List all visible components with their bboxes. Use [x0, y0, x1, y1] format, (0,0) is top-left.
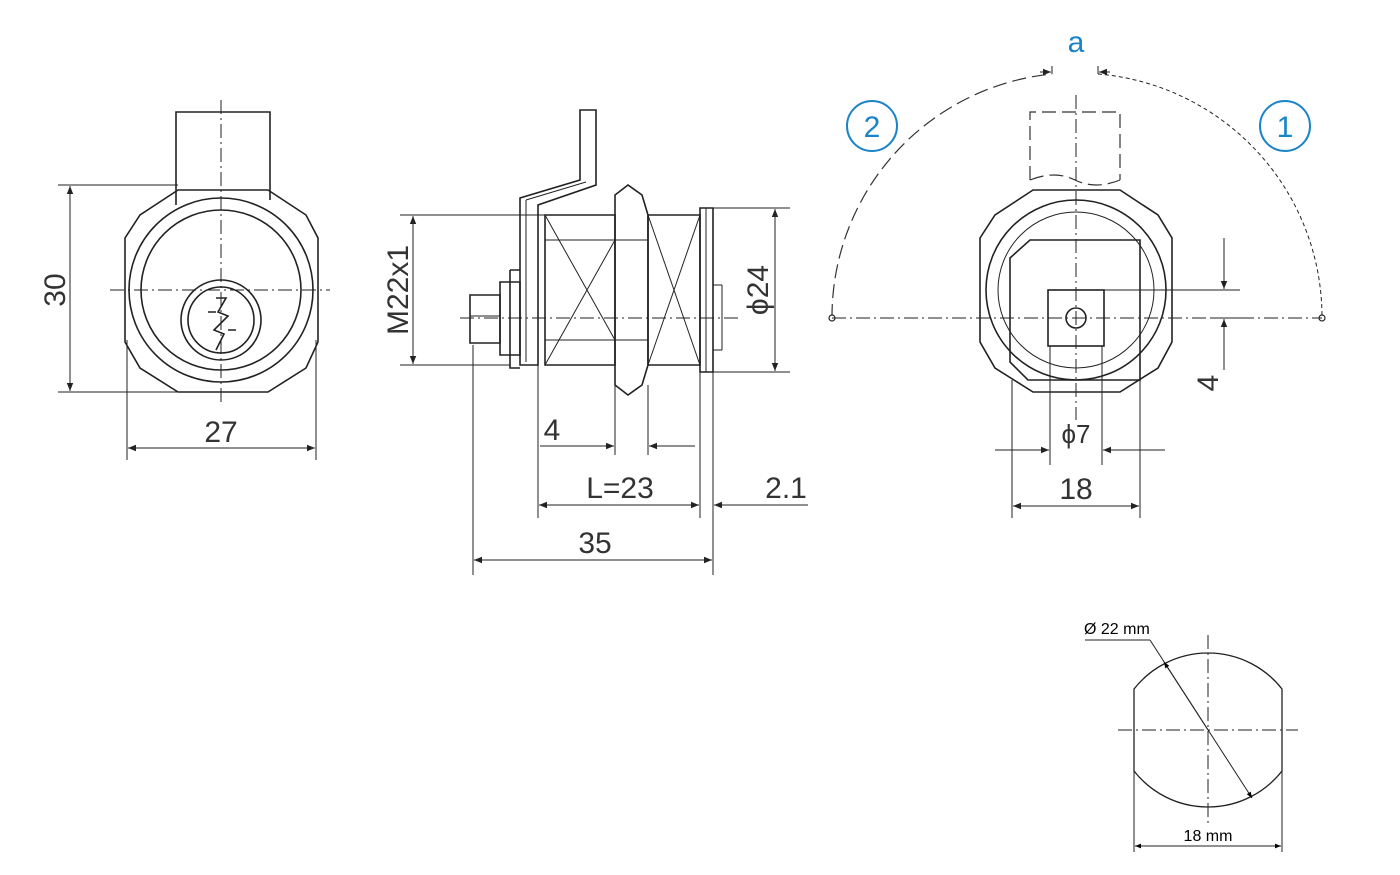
- rotation-arc-right: [1097, 73, 1323, 319]
- cutout-diameter-label: Ø 22 mm: [1084, 621, 1150, 638]
- side-dim-4-label: 4: [544, 414, 561, 447]
- side-diameter-label: ϕ24: [742, 265, 775, 315]
- cutout-flat-label: 18 mm: [1184, 828, 1233, 845]
- position-2-label: 2: [864, 111, 881, 144]
- rear-view: a 2 1 4 ϕ7 18: [828, 26, 1326, 518]
- position-1-circle: [1259, 100, 1311, 152]
- rear-diameter-label: ϕ7: [1061, 419, 1090, 449]
- side-view: M22x1 ϕ24 4 L=23 2.1 35: [382, 109, 808, 575]
- overall-length-label: 35: [578, 527, 611, 560]
- position-2-circle: [846, 100, 898, 152]
- rear-width-label: 18: [1059, 473, 1092, 506]
- angle-label: a: [1068, 26, 1085, 59]
- front-height-label: 30: [39, 273, 72, 306]
- rear-dim-4-label: 4: [1192, 375, 1225, 392]
- dim-2-1-label: 2.1: [765, 472, 807, 505]
- length-label: L=23: [586, 472, 654, 505]
- front-view: 30 27: [39, 100, 330, 460]
- thread-label: M22x1: [382, 245, 415, 335]
- rotation-arc-left: [831, 73, 1053, 319]
- panel-cutout: Ø 22 mm 18 mm: [1084, 621, 1298, 852]
- position-1-label: 1: [1277, 111, 1294, 144]
- front-width-label: 27: [204, 416, 237, 449]
